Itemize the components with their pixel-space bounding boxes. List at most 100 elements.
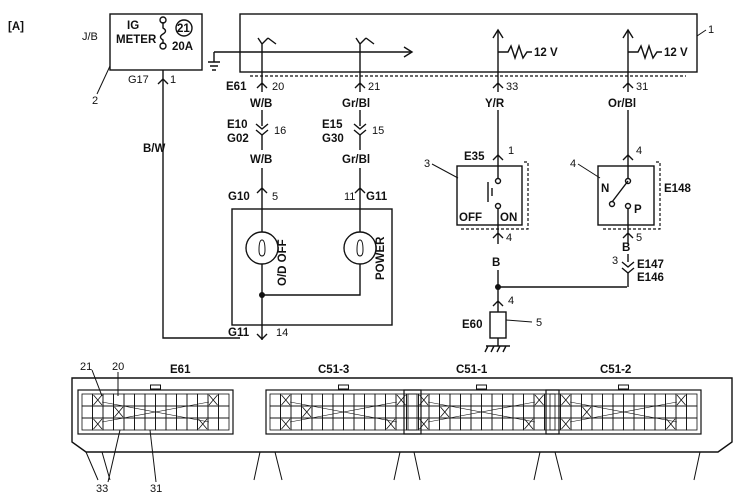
conn-label-c51-3: C51-3	[318, 364, 349, 376]
connector-pin-cell	[134, 417, 146, 431]
connector-pin-cell	[644, 393, 656, 407]
unused-pin-mark	[281, 418, 291, 430]
connector-pin-cell	[560, 405, 572, 419]
connector-pin-cell	[385, 405, 397, 419]
meter-g11-top-pin: 11	[344, 191, 355, 203]
ecu-pin-c: 33	[506, 81, 518, 93]
connector-pin-cell	[533, 417, 545, 431]
connector-housing	[403, 389, 560, 435]
ecu-connector: E61	[226, 81, 247, 93]
connector-pin-cell	[460, 393, 472, 407]
connector-pin-cell	[665, 393, 677, 407]
connector-pin-cell	[290, 393, 302, 407]
ecu-pin-b: 21	[368, 81, 380, 93]
neutral-switch: N P	[597, 161, 661, 230]
combination-meter: O/D OFF POWER	[231, 208, 393, 340]
switch4-pin-top: 4	[636, 145, 642, 157]
connector-pin-cell	[460, 417, 472, 431]
connector-pin-cell	[686, 405, 698, 419]
connector-pin-cell	[570, 393, 582, 407]
connector-pin-cell	[218, 405, 230, 419]
ecu-pin-a: 20	[272, 81, 284, 93]
meter-g11-top: G11	[366, 191, 388, 203]
meter-g11-bottom: G11	[228, 327, 250, 339]
connector-pin-cell	[144, 417, 156, 431]
connector-pin-cell	[623, 393, 635, 407]
connector-pin-cell	[353, 417, 365, 431]
ground-callout: 5	[536, 317, 542, 329]
unused-pin-mark	[302, 406, 312, 418]
unused-pin-mark	[561, 418, 571, 430]
unused-pin-mark	[534, 394, 544, 406]
ground-connector: E60	[462, 319, 482, 331]
connector-pin-cell	[102, 417, 114, 431]
figure-label: [A]	[8, 21, 24, 33]
junction-block: J/B IG METER 21 20A G17 1 2	[82, 13, 203, 107]
junction-e15: E15	[322, 119, 343, 131]
fuse-name-line1: IG	[127, 20, 139, 32]
connector-pin-cell	[686, 393, 698, 407]
switch3-callout: 3	[424, 158, 430, 170]
connector-pin-cell	[470, 393, 482, 407]
connector-pin-cell	[218, 393, 230, 407]
ground-icon	[208, 52, 220, 71]
lamp-power: POWER	[375, 236, 387, 280]
ecu-pin-d: 31	[636, 81, 648, 93]
connector-pin-cell	[123, 393, 135, 407]
connector-pin-cell	[165, 405, 177, 419]
connector-pin-cell	[155, 417, 167, 431]
unused-pin-mark	[666, 418, 676, 430]
unused-pin-mark	[208, 394, 218, 406]
connector-latch	[618, 384, 629, 390]
connector-pin-cell	[176, 393, 188, 407]
unused-pin-mark	[386, 418, 396, 430]
switch-contact-icon	[487, 166, 499, 225]
connector-pin-cell	[123, 417, 135, 431]
fuse-icon	[159, 22, 167, 44]
connector-pin-cell	[92, 405, 104, 419]
connector-pin-cell	[428, 417, 440, 431]
unused-pin-mark	[419, 418, 429, 430]
junction-e10-pin: 16	[274, 125, 286, 137]
connector-pin-cell	[665, 405, 677, 419]
switch4-pin-bottom: 5	[636, 232, 642, 244]
junction-g02: G02	[227, 133, 249, 145]
connector-pin-cell	[470, 417, 482, 431]
connector-pin-cell	[269, 393, 281, 407]
connector-pin-cell	[269, 417, 281, 431]
connector-pin-cell	[374, 405, 386, 419]
connector-hatch	[289, 401, 398, 423]
lamp-od-off: O/D OFF	[277, 239, 289, 286]
connector-pin-cell	[176, 417, 188, 431]
switch3-off: OFF	[459, 212, 482, 224]
neutral-switch-contact-icon	[611, 166, 629, 225]
ground-block	[489, 311, 507, 339]
wire-wb-1: W/B	[250, 98, 272, 110]
wire-wb-2: W/B	[250, 154, 272, 166]
unused-pin-mark	[114, 406, 124, 418]
connector-pin-cell	[353, 393, 365, 407]
connector-pin-cell	[633, 417, 645, 431]
jb-connector: G17	[128, 74, 149, 86]
connector-pin-cell	[428, 405, 440, 419]
connector-pin-cell	[343, 393, 355, 407]
connector-pin-cell	[322, 405, 334, 419]
connector-pin-cell	[165, 393, 177, 407]
wire-grbl-2: Gr/Bl	[342, 154, 370, 166]
connector-pin-cell	[155, 393, 167, 407]
connector-pin-cell	[197, 393, 209, 407]
connector-pin-cell	[570, 417, 582, 431]
ecu-box: 1 12 V 12 V	[208, 13, 714, 76]
connector-pin-cell	[311, 393, 323, 407]
connector-pin-cell	[218, 417, 230, 431]
connector-pin-cell	[418, 405, 430, 419]
connector-pin-cell	[134, 405, 146, 419]
junction-e147-pin: 3	[612, 255, 618, 267]
switch3-pin-bottom: 4	[506, 232, 512, 244]
od-switch: OFF ON	[456, 161, 529, 230]
wire-b-1: B	[492, 257, 500, 269]
switch4-connector: E148	[664, 183, 691, 195]
wire-orbl: Or/Bl	[608, 98, 636, 110]
connector-pin-cell	[134, 393, 146, 407]
switch4-n: N	[601, 183, 609, 195]
